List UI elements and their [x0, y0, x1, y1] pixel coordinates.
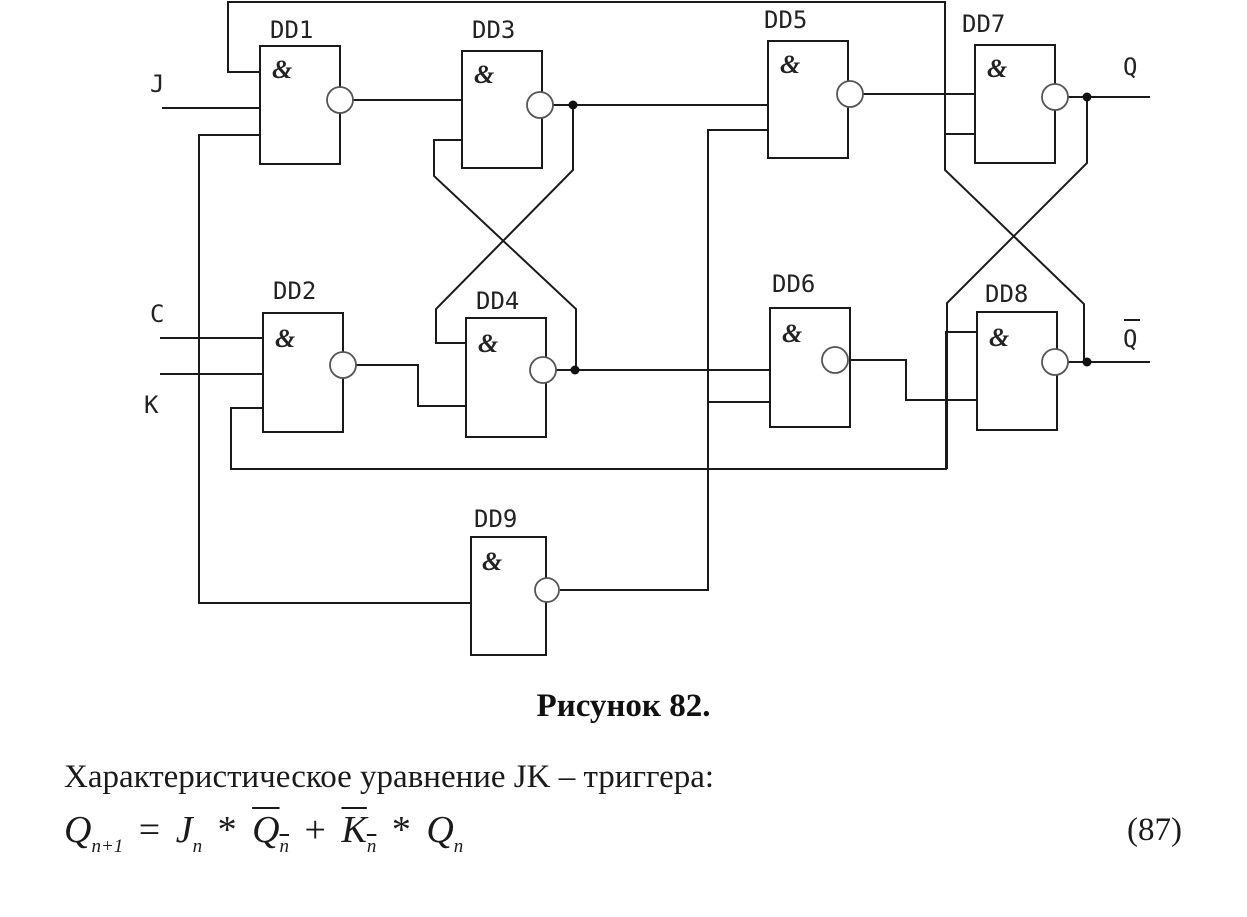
wire-dd7-cross-b — [946, 97, 1088, 469]
eq-term-q-sub: n — [453, 836, 464, 857]
wires — [160, 1, 1150, 604]
inverter-bubble — [1041, 83, 1069, 111]
junction-dot — [1082, 357, 1092, 367]
gate-dd6: & DD6 — [769, 270, 851, 428]
wire-clock-bus — [198, 134, 471, 604]
wire-dd6-dd8 — [848, 359, 977, 401]
eq-equals: = — [138, 809, 161, 851]
gate-label: DD4 — [476, 287, 519, 315]
gate-label: DD8 — [985, 280, 1028, 308]
eq-mul-1: * — [217, 809, 237, 851]
eq-lhs: Q — [64, 809, 92, 851]
gate-dd2: & DD2 — [262, 277, 357, 433]
eq-term-j-sub: n — [192, 836, 203, 857]
and-symbol: & — [482, 547, 502, 576]
eq-term-q-bar: Qn — [252, 809, 289, 857]
eq-term-q-bar-letter: Q — [252, 809, 280, 851]
wire-dd3-cross-b — [433, 139, 577, 370]
gate-label: DD6 — [772, 270, 815, 298]
eq-term-j: J — [175, 809, 193, 851]
wire-dd3-cross-a — [435, 105, 574, 344]
figure-caption: Рисунок 82. — [536, 688, 711, 724]
inverter-bubble — [836, 80, 864, 108]
and-symbol: & — [474, 60, 494, 89]
eq-term-q-bar-sub: n — [279, 836, 290, 857]
eq-term-k-bar-sub: n — [366, 836, 377, 857]
input-label-c: C — [150, 300, 164, 328]
wire-top-feedback — [227, 1, 946, 150]
and-symbol: & — [987, 54, 1007, 83]
gate-dd7: & DD7 — [962, 10, 1069, 164]
eq-term-k-bar: Kn — [341, 809, 376, 857]
gate-label: DD7 — [962, 10, 1005, 38]
wire-dd2-dd4 — [356, 364, 466, 407]
junction-dot — [568, 100, 578, 110]
gate-label: DD5 — [764, 6, 807, 34]
inverter-bubble — [534, 577, 560, 603]
input-label-k: K — [144, 391, 159, 419]
eq-mul-2: * — [391, 809, 411, 851]
characteristic-equation: Qn+1 = Jn * Qn + Kn * Qn — [64, 808, 463, 857]
and-symbol: & — [272, 55, 292, 84]
and-symbol: & — [989, 323, 1009, 352]
inverter-bubble — [526, 91, 554, 119]
gate-dd9: & DD9 — [470, 505, 560, 656]
gate-dd5: & DD5 — [764, 6, 864, 159]
junction-dot — [1082, 92, 1092, 102]
gate-dd1: & DD1 — [259, 16, 354, 165]
and-symbol: & — [780, 50, 800, 79]
inverter-bubble — [1041, 348, 1069, 376]
inverter-bubble — [821, 346, 849, 374]
eq-lhs-sub: n+1 — [91, 836, 124, 857]
gate-label: DD2 — [273, 277, 316, 305]
paragraph-text: Характеристическое уравнение JK – тригге… — [64, 759, 715, 795]
gate-dd4: & DD4 — [465, 287, 557, 438]
inverter-bubble — [326, 86, 354, 114]
input-label-j: J — [150, 70, 164, 98]
equation-number: (87) — [1127, 812, 1182, 848]
and-symbol: & — [782, 319, 802, 348]
and-symbol: & — [275, 324, 295, 353]
gate-dd8: & DD8 — [976, 280, 1069, 431]
output-label-q-bar: Q — [1123, 325, 1137, 353]
wire-dd7-cross-a — [944, 133, 1085, 362]
and-symbol: & — [478, 329, 498, 358]
output-label-q: Q — [1123, 53, 1137, 81]
eq-term-q: Q — [426, 809, 454, 851]
inverter-bubble — [329, 351, 357, 379]
gate-label: DD9 — [474, 505, 517, 533]
inverter-bubble — [529, 356, 557, 384]
wire-dd2-feedback — [230, 331, 977, 470]
gate-label: DD3 — [472, 16, 515, 44]
junction-dot — [570, 365, 580, 375]
gate-dd3: & DD3 — [461, 16, 554, 169]
gate-label: DD1 — [270, 16, 313, 44]
eq-term-k-bar-letter: K — [341, 809, 367, 851]
eq-plus: + — [304, 809, 326, 851]
wire-dd9-out — [560, 129, 768, 591]
